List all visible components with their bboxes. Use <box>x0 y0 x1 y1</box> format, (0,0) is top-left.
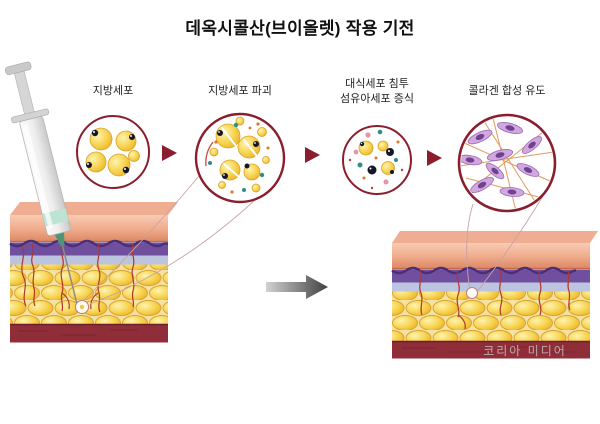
syringe-icon <box>5 61 79 309</box>
hypodermis-layer <box>392 282 590 292</box>
muscle-layer <box>392 341 590 359</box>
muscle-texture <box>402 346 576 353</box>
skin-top-face <box>10 202 178 215</box>
stage-label-fat-destruction: 지방세포 파괴 <box>188 84 292 99</box>
stage-label-collagen: 콜라겐 합성 유도 <box>445 84 569 99</box>
fat-cells-texture <box>392 291 590 342</box>
step-arrows <box>162 145 442 166</box>
infiltrating-cells-illustration <box>348 129 404 190</box>
callout-origin-right <box>466 287 478 299</box>
dermis-wave <box>9 239 168 248</box>
arrow-right-icon <box>427 150 442 166</box>
magnification-leader-lines <box>83 175 544 305</box>
blood-vessels <box>419 269 571 330</box>
needle <box>61 244 79 309</box>
stage-circle-fat-cells <box>76 115 150 189</box>
injection-point-fat <box>79 304 85 310</box>
muscle-layer <box>10 324 168 343</box>
stage-label-text: 지방세포 파괴 <box>208 85 272 97</box>
process-arrow-icon <box>266 275 328 299</box>
arrow-right-icon <box>305 147 320 163</box>
blood-vessels <box>21 243 135 313</box>
arrow-right-icon <box>162 145 177 161</box>
skin-top-face <box>392 231 598 243</box>
collagen-illustration <box>461 117 553 209</box>
fibroblast-cells <box>461 122 543 197</box>
needle-hub <box>54 231 65 247</box>
stage-label-text: 지방세포 <box>92 85 134 97</box>
dermis-wave <box>391 266 576 275</box>
stage-label-macrophage-fibroblast: 대식세포 침투 섬유아세포 증식 <box>315 77 439 107</box>
epidermis-layer <box>10 215 168 241</box>
stage-label-fat-cells: 지방세포 <box>73 84 153 99</box>
plunger-rod <box>13 70 35 115</box>
destroyed-cells-illustration <box>205 116 270 194</box>
hypodermis-layer <box>10 255 168 265</box>
right-skin-cross-section <box>391 231 598 359</box>
left-skin-cross-section <box>9 202 178 343</box>
stage-circle-macrophage-fibroblast <box>342 125 412 195</box>
stage-label-text: 대식세포 침투 <box>345 78 409 90</box>
plunger-thumb <box>5 61 32 76</box>
stage-label-text: 섬유아세포 증식 <box>340 92 414 105</box>
stage-circle-collagen <box>457 113 557 213</box>
fat-cells-illustration <box>85 127 140 177</box>
stage-label-text: 콜라겐 합성 유도 <box>468 85 546 97</box>
muscle-texture <box>18 329 138 336</box>
diagram-title: 데옥시콜산(브이올렛) 작용 기전 <box>185 19 415 38</box>
stage-circle-fat-destruction <box>194 112 286 204</box>
barrel-highlight <box>22 124 54 229</box>
epidermis-layer <box>392 243 590 268</box>
watermark: 코리아 미디어 <box>483 344 567 358</box>
